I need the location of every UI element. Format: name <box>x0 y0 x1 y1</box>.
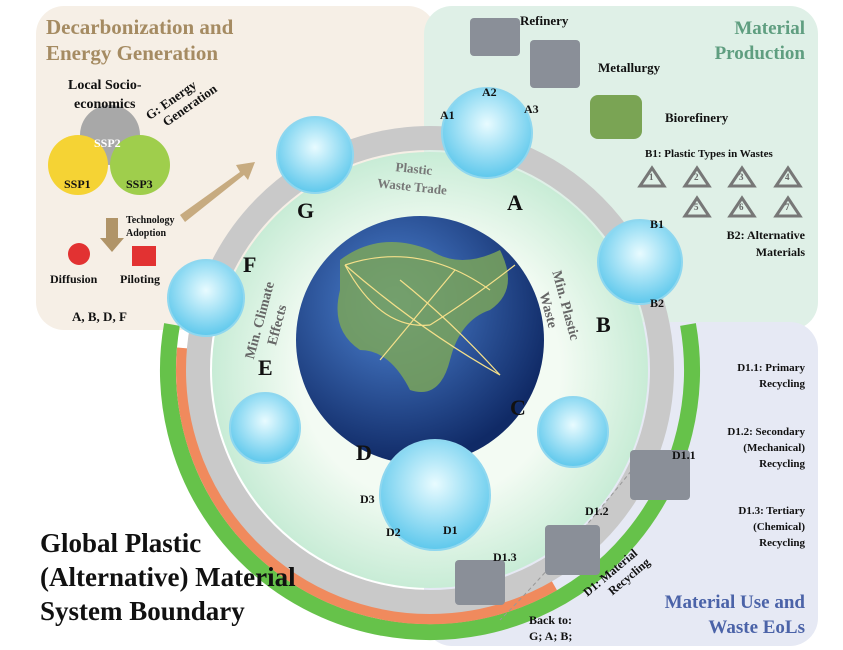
metallurgy-label: Metallurgy <box>598 60 661 75</box>
plastic-code-6: 6 <box>739 202 744 212</box>
diffusion-icon <box>68 243 90 265</box>
b2-label: B2 <box>650 296 665 310</box>
ssp1-label: SSP1 <box>64 177 91 191</box>
gray-ring <box>186 126 674 614</box>
plastic-code-5: 5 <box>694 202 699 212</box>
a3-label: A3 <box>524 102 539 116</box>
node-g-label: G <box>297 198 315 223</box>
recycling-symbols <box>637 165 803 218</box>
facility-icons <box>455 18 690 605</box>
trade-lines <box>344 256 516 376</box>
biorefinery-label: Biorefinery <box>665 110 729 125</box>
decarbonization-title: Decarbonization and Energy Generation <box>46 15 234 65</box>
refinery-label: Refinery <box>520 13 569 28</box>
b1-label: B1 <box>650 217 665 231</box>
material-recycling-path <box>499 459 641 621</box>
b2-title: B2: Alternative Materials <box>726 228 805 259</box>
plastic-code-4: 4 <box>785 172 790 182</box>
d2-label: D2 <box>386 525 401 539</box>
technology-arrow <box>100 218 124 252</box>
node-a-label: A <box>507 190 523 215</box>
ssp2-label: SSP2 <box>94 136 121 150</box>
a2-label: A2 <box>482 85 497 99</box>
back-to-label: Back to: G; A; B; <box>529 613 573 643</box>
ring-nodes <box>167 87 683 551</box>
a1-label: A1 <box>440 108 455 122</box>
node-b-label: B <box>596 312 611 337</box>
plastic-code-3: 3 <box>739 172 744 182</box>
plastic-code-2: 2 <box>694 172 699 182</box>
socio-title: Local Socio- economics <box>68 78 142 112</box>
plastic-code-7: 7 <box>785 202 790 212</box>
d13-label: D1.3 <box>493 550 517 564</box>
piloting-label: Piloting <box>120 272 161 286</box>
d13-title: D1.3: Tertiary (Chemical) Recycling <box>738 505 805 549</box>
d12-label: D1.2 <box>585 504 609 518</box>
ssp-venn <box>48 105 170 195</box>
technology-adoption-label: Technology Adoption <box>126 215 175 239</box>
material-production-title: Material Production <box>714 18 805 64</box>
node-f-label: F <box>243 252 257 277</box>
ssp3-label: SSP3 <box>126 177 153 191</box>
diffusion-label: Diffusion <box>50 272 98 286</box>
plastic-waste-trade-label: Plastic Waste Trade <box>376 159 448 198</box>
piloting-factory-icon <box>132 246 156 266</box>
node-d-label: D <box>356 440 372 465</box>
plastic-code-1: 1 <box>649 172 654 182</box>
d3-label: D3 <box>360 492 375 506</box>
node-c-label: C <box>510 395 526 420</box>
diagram-title: Global Plastic (Alternative) Material Sy… <box>40 528 296 626</box>
node-e-label: E <box>258 355 273 380</box>
d11-title: D1.1: Primary Recycling <box>737 362 805 390</box>
orange-arrow <box>176 347 557 625</box>
d1-label: D1 <box>443 523 458 537</box>
d12-title: D1.2: Secondary (Mechanical) Recycling <box>727 426 805 470</box>
energy-arrow <box>180 162 255 222</box>
continents <box>337 242 508 392</box>
b1-title: B1: Plastic Types in Wastes <box>645 148 773 160</box>
d11-label: D1.1 <box>672 448 696 462</box>
applies-to-label: A, B, D, F <box>72 309 127 324</box>
material-use-title: Material Use and Waste EoLs <box>664 592 805 638</box>
